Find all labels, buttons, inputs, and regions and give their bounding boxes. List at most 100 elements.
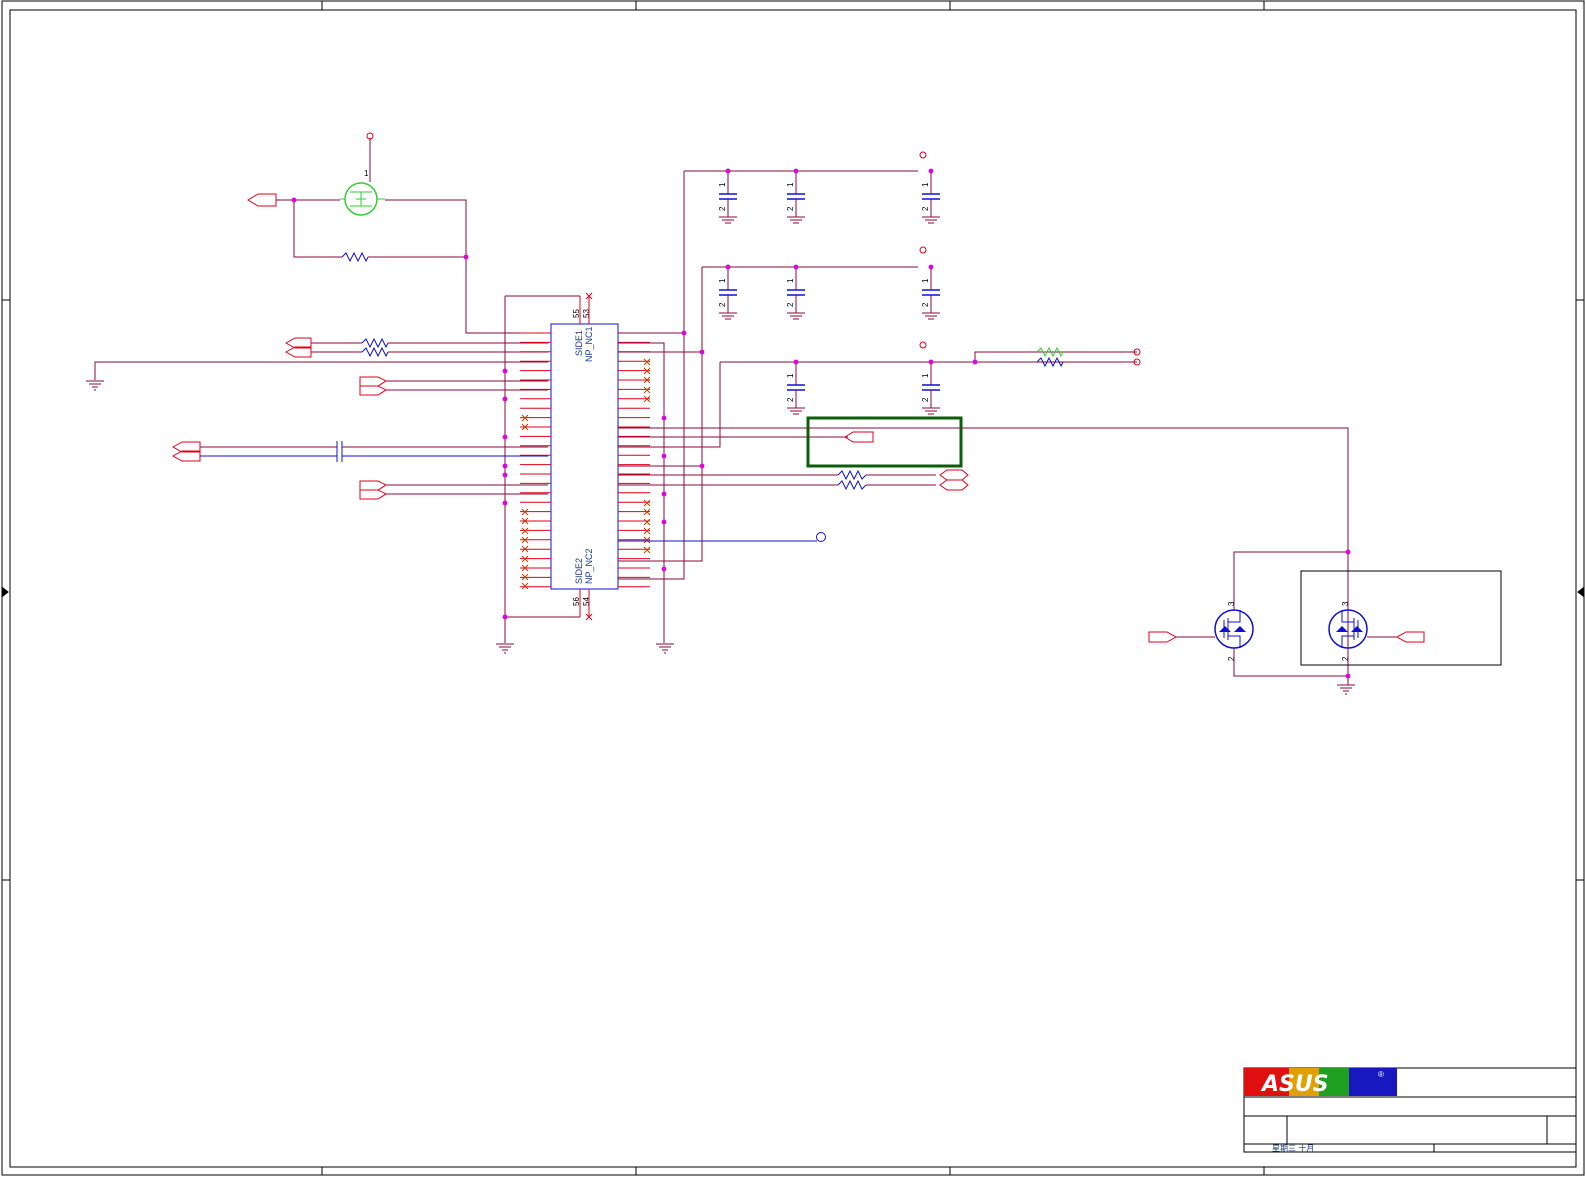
connector-body: SIDE1 NP_NC1 SIDE2 NP_NC2 55 53 56 54 (520, 292, 651, 621)
junction-dot (793, 168, 799, 174)
junction-dot (725, 264, 731, 270)
no-connect-marker (521, 545, 529, 553)
junction-dot (1345, 673, 1351, 679)
connector-pin-53: 53 (582, 309, 591, 318)
no-connect-marker (521, 517, 529, 525)
registered-mark: ® (1378, 1070, 1384, 1079)
decoupling-capacitor: 12 (921, 359, 940, 415)
decoupling-capacitor: 12 (786, 168, 805, 224)
junction-dot (661, 453, 667, 459)
junction-dot (502, 463, 508, 469)
junction-dot (502, 368, 508, 374)
capacitor-pin-top: 1 (786, 182, 795, 187)
no-connect-marker (643, 508, 651, 516)
no-connect-marker (643, 527, 651, 535)
no-connect-marker (521, 582, 529, 590)
no-connect-marker (521, 573, 529, 581)
right-nets (618, 170, 1349, 685)
no-connect-marker (521, 414, 529, 422)
capacitor-pin-bottom: 2 (718, 206, 727, 211)
capacitor-pin-bottom: 2 (921, 302, 930, 307)
port-group-left (171, 337, 388, 500)
connector-label-side2: SIDE2 (574, 558, 584, 584)
junction-dot (699, 349, 705, 355)
decoupling-capacitor: 12 (718, 168, 737, 224)
junction-dot (699, 463, 705, 469)
title-block: ASUS ® 星期三 十月 (1243, 1067, 1577, 1153)
no-connect-marker (521, 536, 529, 544)
connector-pin-55: 55 (572, 309, 581, 318)
junction-dot (928, 264, 934, 270)
no-connect-marker (521, 508, 529, 516)
test-point-net (618, 532, 826, 542)
junction-dot (502, 500, 508, 506)
junction-dot (463, 254, 469, 260)
capacitor-pin-bottom: 2 (921, 397, 930, 402)
junction-dot (725, 168, 731, 174)
connector-label-npnc1: NP_NC1 (584, 326, 594, 362)
connector-label-npnc2: NP_NC2 (584, 548, 594, 584)
no-connect-marker (521, 423, 529, 431)
no-connect-marker (643, 358, 651, 366)
junction-dot (681, 330, 687, 336)
capacitor-pin-bottom: 2 (786, 206, 795, 211)
capacitor-pin-top: 1 (921, 373, 930, 378)
connector-pins (520, 332, 651, 590)
junction-dot (291, 197, 297, 203)
resistor-pair-far-right (1036, 346, 1141, 368)
connector-side-pins (579, 292, 593, 621)
offpage-port (247, 193, 277, 207)
junction-dot (661, 491, 667, 497)
no-connect-marker (643, 536, 651, 544)
capacitor-pin-bottom: 2 (786, 397, 795, 402)
capacitor-pin-bottom: 2 (718, 302, 727, 307)
ground-symbols (86, 380, 1355, 695)
title-block-date: 星期三 十月 (1272, 1143, 1314, 1153)
no-connect-marker (643, 395, 651, 403)
decoupling-capacitor: 12 (786, 264, 805, 320)
resistor-pair-left (361, 337, 389, 358)
junction-dot (661, 415, 667, 421)
capacitor-pair-left (336, 441, 343, 462)
junction-dot (502, 472, 508, 478)
mosfet-enclosure-box (1300, 570, 1502, 666)
decoupling-capacitor: 12 (718, 264, 737, 320)
capacitor-pin-bottom: 2 (921, 206, 930, 211)
capacitor-pin-top: 1 (718, 182, 727, 187)
asus-logo-text: ASUS (1260, 1072, 1329, 1097)
decoupling-capacitor: 12 (921, 264, 940, 320)
decoupling-capacitor: 12 (921, 168, 940, 224)
junction-dot (972, 359, 978, 365)
nmos-left-pin-source: 2 (1227, 656, 1236, 661)
no-connect-marker (521, 527, 529, 535)
junction-dot (661, 566, 667, 572)
pmos-wiring (276, 199, 548, 334)
asus-logo: ASUS ® (1244, 1068, 1397, 1097)
no-connect-marker (521, 555, 529, 563)
junction-dot (928, 168, 934, 174)
connector-pin-56: 56 (572, 597, 581, 606)
junction-dots (291, 197, 1351, 679)
no-connect-marker (643, 386, 651, 394)
highlight-box (806, 416, 963, 468)
junction-dot (502, 396, 508, 402)
pmos-transistor: 1 (340, 132, 385, 216)
nmos-right-pin-drain: 3 (1341, 601, 1350, 606)
capacitor-pin-top: 1 (921, 278, 930, 283)
nmos-left-pin-drain: 3 (1227, 601, 1236, 606)
decoupling-capacitor: 12 (786, 359, 805, 415)
capacitor-pin-top: 1 (786, 373, 795, 378)
junction-dot (502, 614, 508, 620)
capacitor-pin-top: 1 (921, 182, 930, 187)
capacitor-pin-top: 1 (786, 278, 795, 283)
left-nets (94, 295, 580, 643)
capacitor-pin-bottom: 2 (786, 302, 795, 307)
nmos-right-pin-source: 2 (1341, 656, 1350, 661)
port-group-right (844, 431, 1425, 643)
junction-dot (793, 359, 799, 365)
junction-dot (793, 264, 799, 270)
no-connect-marker (643, 499, 651, 507)
